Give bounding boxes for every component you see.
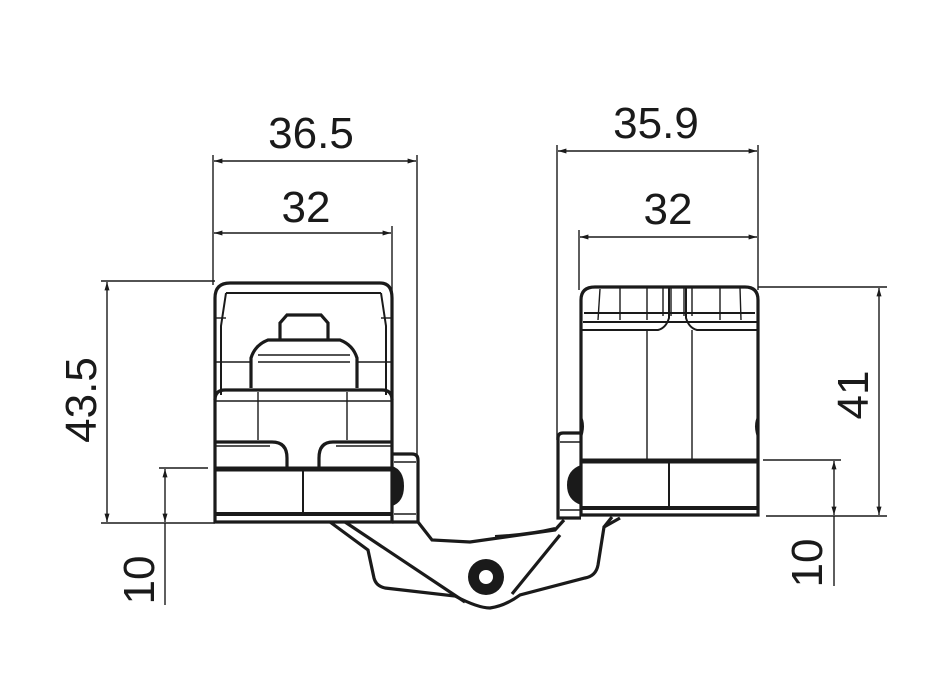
left-overall-width-label: 36.5 bbox=[268, 109, 354, 158]
right-base-dimension: 10 bbox=[763, 459, 841, 588]
right-width-dimension-outer: 35.9 bbox=[556, 99, 759, 440]
left-base-height-label: 10 bbox=[115, 556, 164, 605]
left-height-label: 43.5 bbox=[57, 357, 106, 443]
locking-lever bbox=[329, 516, 621, 610]
left-connector-hood bbox=[213, 281, 420, 524]
right-inner-width-label: 32 bbox=[644, 185, 693, 234]
right-base-height-label: 10 bbox=[783, 539, 832, 588]
left-width-dimension-inner: 32 bbox=[213, 183, 393, 455]
right-connector-hood bbox=[556, 285, 760, 520]
left-width-dimension-outer: 36.5 bbox=[212, 109, 418, 455]
right-height-label: 41 bbox=[829, 371, 878, 420]
left-base-dimension: 10 bbox=[115, 467, 208, 605]
left-height-dimension: 43.5 bbox=[57, 280, 215, 524]
right-height-dimension: 41 bbox=[758, 286, 887, 517]
right-width-dimension-inner: 32 bbox=[578, 185, 757, 290]
left-inner-width-label: 32 bbox=[282, 183, 331, 232]
right-overall-width-label: 35.9 bbox=[613, 99, 699, 148]
